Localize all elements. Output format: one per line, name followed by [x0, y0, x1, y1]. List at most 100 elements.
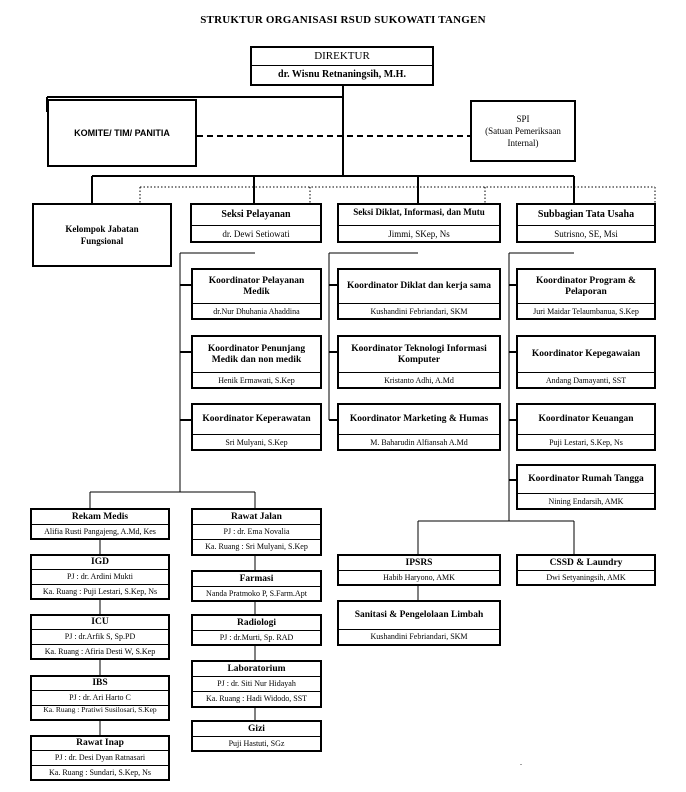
- unit-farmasi: Farmasi Nanda Pratmoko P, S.Farm.Apt: [191, 570, 322, 602]
- coordinator-title: Koordinator Marketing & Humas: [339, 405, 499, 435]
- unit-title: ICU: [32, 616, 168, 630]
- seksi-pelayanan-head: dr. Dewi Setiowati: [222, 228, 290, 239]
- unit-line: Dwi Setyaningsih, AMK: [546, 573, 626, 583]
- coordinator-title: Koordinator Pelayanan Medik: [193, 270, 320, 304]
- seksi-diklat-box: Seksi Diklat, Informasi, dan Mutu Jimmi,…: [337, 203, 501, 243]
- subbagian-head: Sutrisno, SE, Msi: [554, 228, 618, 239]
- subbagian-title: Subbagian Tata Usaha: [518, 205, 654, 226]
- unit-line: Ka. Ruang : Sundari, S.Kep, Ns: [49, 768, 151, 778]
- unit-title: Gizi: [193, 722, 320, 737]
- unit-line: PJ : dr. Ari Harto C: [32, 691, 168, 706]
- koordinator-marketing-humas: Koordinator Marketing & Humas M. Baharud…: [337, 403, 501, 451]
- unit-line: Ka. Ruang : Puji Lestari, S.Kep, Ns: [42, 587, 158, 597]
- coordinator-person: Kushandini Febriandari, SKM: [370, 306, 468, 316]
- spi-line2: (Satuan Pemeriksaan: [485, 125, 561, 136]
- spi-box: SPI (Satuan Pemeriksaan Internal): [470, 100, 576, 162]
- unit-title: Laboratorium: [193, 662, 320, 677]
- unit-line: Ka. Ruang : Hadi Widodo, SST: [205, 694, 308, 704]
- kelompok-box: Kelompok Jabatan Fungsional: [32, 203, 172, 267]
- page-title: STRUKTUR ORGANISASI RSUD SUKOWATI TANGEN: [200, 14, 486, 26]
- unit-title: CSSD & Laundry: [518, 556, 654, 571]
- unit-title: IGD: [32, 556, 168, 570]
- unit-laboratorium: Laboratorium PJ : dr. Siti Nur Hidayah K…: [191, 660, 322, 708]
- unit-sanitasi: Sanitasi & Pengelolaan Limbah Kushandini…: [337, 600, 501, 646]
- unit-line: PJ : dr. Ardini Mukti: [32, 570, 168, 585]
- coordinator-title: Koordinator Keuangan: [518, 405, 654, 435]
- unit-rekam-medis: Rekam Medis Alifia Rusti Pangajeng, A.Md…: [30, 508, 170, 540]
- koordinator-keuangan: Koordinator Keuangan Puji Lestari, S.Kep…: [516, 403, 656, 451]
- unit-line: PJ : dr. Siti Nur Hidayah: [193, 677, 320, 692]
- komite-box: KOMITE/ TIM/ PANITIA: [47, 99, 197, 167]
- unit-line: Nanda Pratmoko P, S.Farm.Apt: [206, 589, 307, 599]
- spi-line3: Internal): [507, 138, 539, 149]
- koordinator-teknologi-informasi: Koordinator Teknologi Informasi Komputer…: [337, 335, 501, 389]
- koordinator-program-pelaporan: Koordinator Program & Pelaporan Juri Mai…: [516, 268, 656, 320]
- subbagian-box: Subbagian Tata Usaha Sutrisno, SE, Msi: [516, 203, 656, 243]
- unit-line: Kushandini Febriandari, SKM: [370, 632, 468, 642]
- seksi-pelayanan-title: Seksi Pelayanan: [192, 205, 320, 226]
- coordinator-person: Nining Endarsih, AMK: [548, 496, 624, 506]
- coordinator-title: Koordinator Rumah Tangga: [518, 466, 654, 494]
- unit-rawat-inap: Rawat Inap PJ : dr. Desi Dyan Ratnasari …: [30, 735, 170, 781]
- unit-radiologi: Radiologi PJ : dr.Murti, Sp. RAD: [191, 614, 322, 646]
- coordinator-person: Puji Lestari, S.Kep, Ns: [549, 437, 623, 447]
- koordinator-penunjang-medik: Koordinator Penunjang Medik dan non medi…: [191, 335, 322, 389]
- koordinator-pelayanan-medik: Koordinator Pelayanan Medik dr.Nur Dhuha…: [191, 268, 322, 320]
- unit-line: PJ : dr. Ema Novalia: [193, 525, 320, 540]
- spi-line1: SPI: [516, 113, 530, 124]
- coordinator-person: Juri Maidar Telaumbanua, S.Kep: [533, 306, 639, 316]
- coordinator-title: Koordinator Kepegawaian: [518, 337, 654, 373]
- koordinator-keperawatan: Koordinator Keperawatan Sri Mulyani, S.K…: [191, 403, 322, 451]
- coordinator-person: Henik Ermawati, S.Kep: [218, 375, 295, 385]
- direktur-name: dr. Wisnu Retnaningsih, M.H.: [278, 69, 406, 81]
- coordinator-title: Koordinator Teknologi Informasi Komputer: [339, 337, 499, 373]
- direktur-label: DIREKTUR: [252, 48, 432, 66]
- komite-label: KOMITE/ TIM/ PANITIA: [74, 127, 170, 138]
- coordinator-person: Sri Mulyani, S.Kep: [225, 437, 288, 447]
- unit-ibs: IBS PJ : dr. Ari Harto C Ka. Ruang : Pra…: [30, 675, 170, 721]
- unit-line: Ka. Ruang : Sri Mulyani, S.Kep: [205, 542, 308, 552]
- coordinator-title: Koordinator Penunjang Medik dan non medi…: [193, 337, 320, 373]
- coordinator-person: Kristanto Adhi, A.Md: [384, 375, 454, 385]
- unit-title: Radiologi: [193, 616, 320, 631]
- coordinator-person: dr.Nur Dhuhania Ahaddina: [213, 306, 300, 316]
- unit-cssd-laundry: CSSD & Laundry Dwi Setyaningsih, AMK: [516, 554, 656, 586]
- unit-line: Alifia Rusti Pangajeng, A.Md, Kes: [44, 527, 156, 537]
- coordinator-title: Koordinator Program & Pelaporan: [518, 270, 654, 304]
- unit-title: Rawat Inap: [32, 737, 168, 751]
- unit-icu: ICU PJ : dr.Arfik S, Sp.PD Ka. Ruang : A…: [30, 614, 170, 660]
- seksi-pelayanan-box: Seksi Pelayanan dr. Dewi Setiowati: [190, 203, 322, 243]
- unit-title: IBS: [32, 677, 168, 691]
- coordinator-title: Koordinator Keperawatan: [193, 405, 320, 435]
- coordinator-person: M. Baharudin Alfiansah A.Md: [370, 437, 468, 447]
- unit-title: IPSRS: [339, 556, 499, 571]
- coordinator-person: Andang Damayanti, SST: [545, 375, 627, 385]
- unit-line: Habib Haryono, AMK: [383, 573, 455, 583]
- unit-line: Puji Hastuti, SGz: [228, 739, 285, 749]
- unit-line: PJ : dr. Desi Dyan Ratnasari: [32, 751, 168, 766]
- seksi-diklat-title: Seksi Diklat, Informasi, dan Mutu: [339, 205, 499, 226]
- koordinator-rumah-tangga: Koordinator Rumah Tangga Nining Endarsih…: [516, 464, 656, 510]
- unit-igd: IGD PJ : dr. Ardini Mukti Ka. Ruang : Pu…: [30, 554, 170, 600]
- unit-line: PJ : dr.Arfik S, Sp.PD: [32, 630, 168, 645]
- direktur-box: DIREKTUR dr. Wisnu Retnaningsih, M.H.: [250, 46, 434, 86]
- stray-dot: .: [520, 758, 522, 767]
- unit-title: Rekam Medis: [32, 510, 168, 525]
- unit-title: Farmasi: [193, 572, 320, 587]
- unit-rawat-jalan: Rawat Jalan PJ : dr. Ema Novalia Ka. Rua…: [191, 508, 322, 556]
- koordinator-diklat: Koordinator Diklat dan kerja sama Kushan…: [337, 268, 501, 320]
- seksi-diklat-head: Jimmi, SKep, Ns: [388, 228, 450, 239]
- unit-ipsrs: IPSRS Habib Haryono, AMK: [337, 554, 501, 586]
- kelompok-line2: Fungsional: [80, 236, 124, 246]
- coordinator-title: Koordinator Diklat dan kerja sama: [339, 270, 499, 304]
- unit-title: Rawat Jalan: [193, 510, 320, 525]
- unit-line: Ka. Ruang : Pratiwi Susilosari, S.Kep: [43, 705, 157, 714]
- unit-title: Sanitasi & Pengelolaan Limbah: [339, 602, 499, 630]
- koordinator-kepegawaian: Koordinator Kepegawaian Andang Damayanti…: [516, 335, 656, 389]
- kelompok-line1: Kelompok Jabatan: [65, 223, 139, 234]
- unit-gizi: Gizi Puji Hastuti, SGz: [191, 720, 322, 752]
- unit-line: PJ : dr.Murti, Sp. RAD: [219, 633, 294, 643]
- unit-line: Ka. Ruang : Afiria Desti W, S.Kep: [44, 647, 156, 657]
